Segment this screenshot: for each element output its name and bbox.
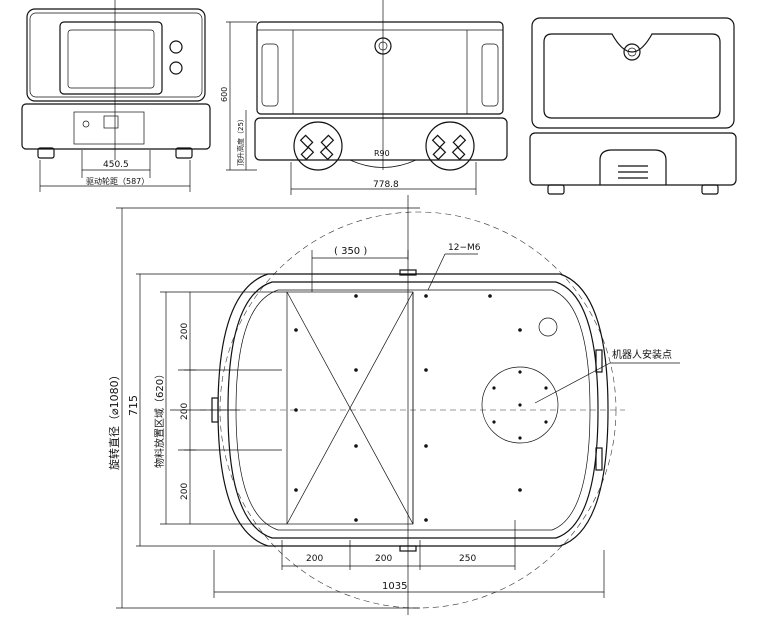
hole-spec-label: 12−M6	[448, 243, 481, 253]
bottom-dim-200-right: 200	[375, 554, 392, 564]
bottom-dim-250: 250	[459, 554, 476, 564]
front-view-knob-bottom-icon	[169, 61, 183, 75]
rear-view-panel	[543, 33, 721, 119]
side-lift-dim: 顶升高度（25）	[236, 115, 245, 166]
segment-200-top: 200	[180, 323, 190, 340]
segment-200-middle: 200	[180, 403, 190, 420]
top-view-inner-frame	[227, 281, 599, 539]
front-view-screen	[67, 29, 155, 89]
front-view-screen-frame	[59, 21, 163, 95]
side-view-upper-body	[256, 21, 504, 115]
front-view: 450.5 驱动轮距（587）	[21, 0, 211, 192]
rear-view-upper-body	[531, 17, 735, 129]
rear-view-vent-icon	[618, 165, 648, 179]
side-view-chassis	[254, 117, 508, 161]
front-view-wheel-left	[37, 147, 55, 159]
robot-mount-circle	[481, 366, 559, 444]
side-height-dim: 600	[220, 87, 229, 102]
total-width-dim: 1035	[382, 581, 407, 592]
side-view-wheel-left	[293, 121, 343, 171]
top-view-outer-frame	[217, 273, 609, 547]
dim-350: ( 350 )	[334, 246, 367, 257]
front-wheelbase-dim: 驱动轮距（587）	[86, 176, 149, 186]
material-area-dim: 物料放置区域（620）	[153, 369, 166, 468]
rear-view-wheel-left	[547, 184, 565, 195]
segment-200-bottom: 200	[180, 483, 190, 500]
rear-view-wheel-right	[701, 184, 719, 195]
side-view-handle-right	[481, 43, 499, 107]
top-height-dim: 715	[127, 395, 140, 416]
front-view-upper-inner	[29, 12, 203, 98]
side-length-dim: 778.8	[373, 180, 399, 190]
front-width-dim: 450.5	[103, 160, 129, 170]
front-view-button-icon	[82, 120, 90, 128]
front-view-connector-icon	[103, 115, 119, 129]
rear-view-key-lock-icon	[623, 43, 641, 61]
rotation-diameter-dim: 旋转直径（⌀1080）	[107, 369, 121, 470]
side-radius-dim: R90	[374, 149, 390, 158]
front-view-knob-top-icon	[169, 40, 183, 54]
rear-view-vent-housing	[599, 149, 667, 185]
top-view-round-marker	[538, 317, 558, 337]
front-view-port-panel	[73, 111, 145, 145]
rotation-circle	[219, 211, 617, 609]
rear-view-chassis	[529, 132, 737, 186]
side-view-wheel-right	[425, 121, 475, 171]
top-view: 旋转直径（⌀1080） 715 物料放置区域（620） 200 200 200 …	[107, 195, 680, 615]
robot-mount-label: 机器人安装点	[612, 348, 672, 361]
side-view-handle-left	[261, 43, 279, 107]
front-view-wheel-right	[175, 147, 193, 159]
front-view-chassis	[21, 103, 211, 150]
bottom-dim-200-left: 200	[306, 554, 323, 564]
side-view: R90 600 顶升高度（25） 778.8	[220, 0, 508, 195]
rear-view	[529, 17, 737, 195]
mounting-holes	[294, 294, 522, 522]
front-view-upper-body	[26, 8, 206, 102]
